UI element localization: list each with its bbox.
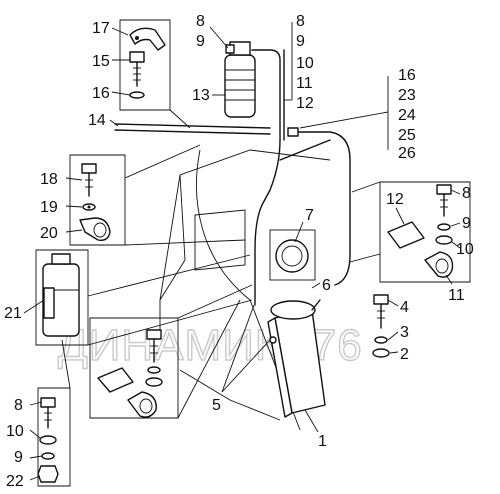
clamp-part-20 (79, 217, 111, 242)
washer-part-19 (82, 203, 96, 211)
part-number-labels: 17 15 16 14 13 8 9 8 9 10 11 12 16 23 24… (4, 13, 474, 490)
label-23: 23 (398, 87, 416, 104)
label-25: 25 (398, 127, 416, 144)
clamp-bottom-middle (127, 391, 157, 418)
label-19: 19 (40, 199, 58, 216)
label-11-hose: 11 (296, 75, 313, 92)
label-5: 5 (212, 397, 221, 414)
bracket-bottom-middle (97, 367, 134, 393)
label-6: 6 (322, 277, 331, 294)
leader-lines (23, 22, 461, 481)
detail-box-bottom-left (37, 339, 71, 487)
detail-box-right (349, 181, 471, 283)
nut-part-22 (37, 465, 59, 483)
label-8-bottom: 8 (14, 397, 23, 414)
washer-part-2 (372, 348, 390, 358)
label-8-top: 8 (196, 13, 205, 30)
label-4: 4 (400, 299, 409, 316)
bolt-part-8-bottom (40, 397, 56, 429)
label-15: 15 (92, 53, 110, 70)
detail-box-tank (35, 249, 253, 346)
clamp-part-11 (424, 251, 454, 278)
label-7: 7 (305, 207, 314, 224)
pump-part-13 (224, 41, 256, 118)
label-16: 16 (92, 85, 110, 102)
label-3: 3 (400, 324, 409, 341)
detail-box-left (69, 144, 246, 246)
washer-part-10-bottom (39, 435, 57, 445)
bolt-part-bottom-middle (145, 329, 163, 387)
label-26: 26 (398, 145, 416, 162)
label-10-right: 10 (456, 241, 474, 258)
tank-part-21 (42, 253, 80, 337)
washer-part-10-right (435, 235, 453, 245)
label-9-hose: 9 (296, 33, 305, 50)
label-22: 22 (6, 473, 24, 490)
label-24: 24 (398, 107, 416, 124)
label-1: 1 (318, 433, 327, 450)
bolt-part-15 (129, 51, 145, 87)
reservoir-part-1 (267, 299, 326, 418)
label-9-top: 9 (196, 33, 205, 50)
label-21: 21 (4, 305, 22, 322)
clamp-part-17 (129, 27, 166, 51)
label-11-right: 11 (448, 287, 465, 304)
washer-part-16 (129, 91, 145, 99)
label-20: 20 (40, 225, 58, 242)
label-8-right: 8 (462, 185, 471, 202)
washer-part-9-right (437, 223, 451, 231)
label-17: 17 (92, 20, 110, 37)
bolt-part-4 (373, 294, 389, 329)
label-14: 14 (88, 112, 106, 129)
label-9-bottom: 9 (14, 449, 23, 466)
washer-part-3 (374, 336, 388, 344)
rod-part-14 (114, 123, 271, 135)
washer-part-9-bottom (41, 452, 55, 460)
label-9-right: 9 (462, 215, 471, 232)
label-18: 18 (40, 171, 58, 188)
bolt-part-8-right (436, 184, 452, 217)
label-13: 13 (192, 87, 210, 104)
detail-box-top-left (119, 19, 191, 129)
washer-nozzle-part-7 (269, 229, 316, 281)
hose-main (251, 49, 351, 306)
label-12-hose: 12 (296, 95, 314, 112)
bracket-part-12 (387, 221, 425, 249)
label-12-right: 12 (386, 191, 404, 208)
label-16-right: 16 (398, 67, 416, 84)
label-8-hose: 8 (296, 13, 305, 30)
label-10-bottom: 10 (6, 423, 24, 440)
label-10-hose: 10 (296, 55, 314, 72)
bolt-part-18 (81, 163, 97, 197)
label-2: 2 (400, 346, 409, 363)
